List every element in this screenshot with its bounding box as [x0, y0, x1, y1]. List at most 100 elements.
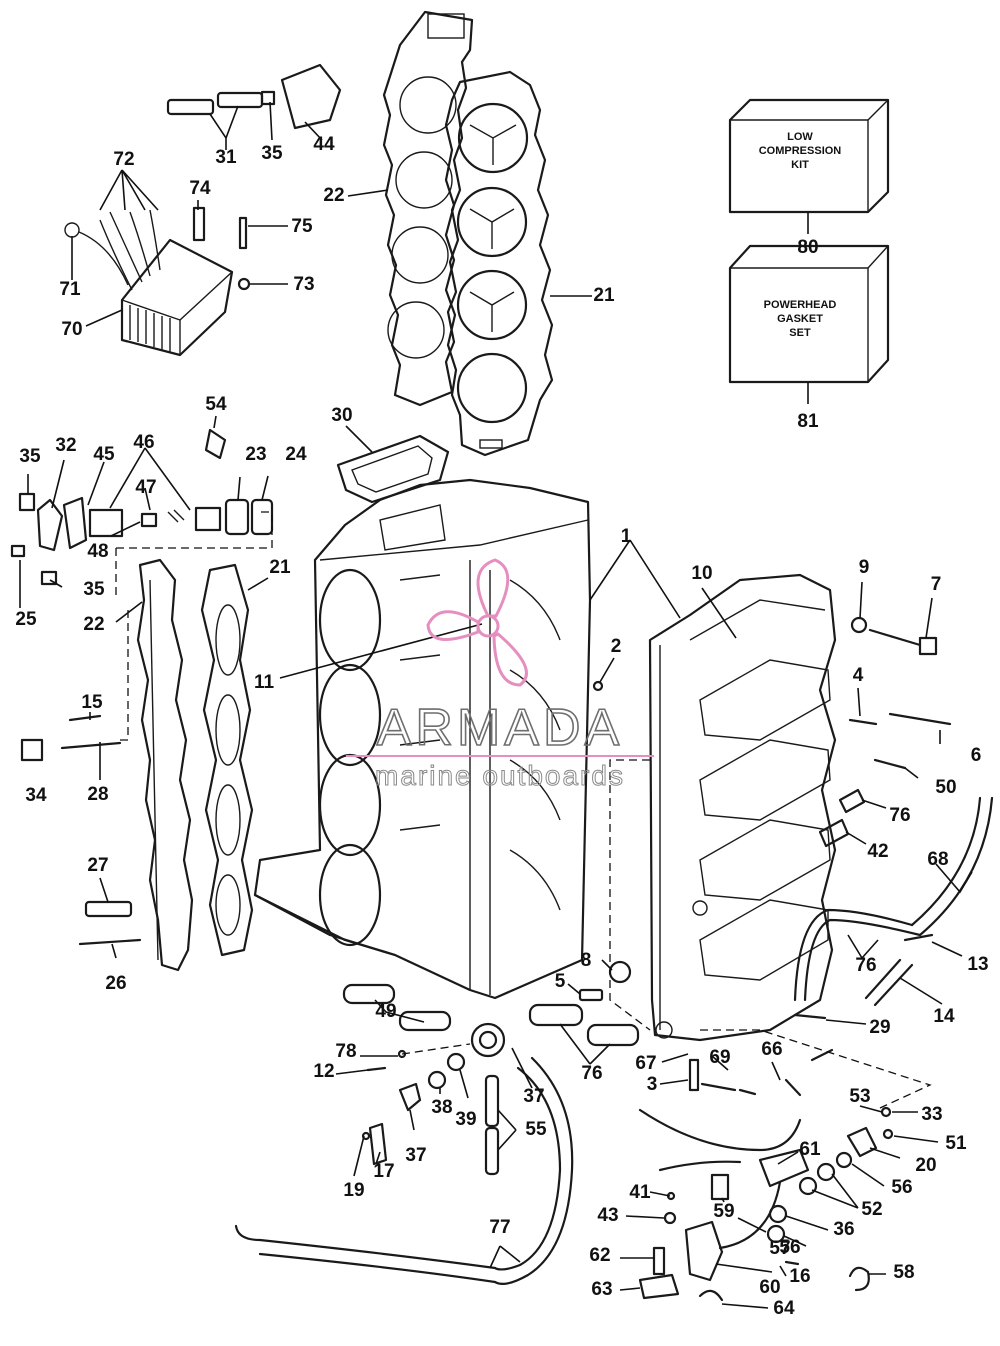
- callout-label: 3: [647, 1074, 658, 1095]
- callout-label: 69: [709, 1047, 730, 1068]
- callout-label: 12: [313, 1061, 334, 1082]
- callout-label: 63: [591, 1279, 612, 1300]
- callout-label: 1: [621, 526, 632, 547]
- callout-label: 70: [61, 319, 82, 340]
- callout-label: 72: [113, 149, 134, 170]
- callout-label: 76: [855, 955, 876, 976]
- cover-gasket: [336, 434, 450, 504]
- callout-label: 56: [779, 1237, 800, 1258]
- callout-label: 80: [797, 237, 818, 258]
- callout-label: 66: [761, 1039, 782, 1060]
- callout-label: 31: [215, 147, 237, 168]
- callout-label: 19: [343, 1180, 364, 1201]
- callout-label: 24: [285, 444, 307, 465]
- callout-label: 71: [59, 279, 81, 300]
- callout-label: 42: [867, 841, 888, 862]
- callout-label: 75: [291, 216, 313, 237]
- callout-label: 10: [691, 563, 712, 584]
- callout-label: 17: [373, 1161, 394, 1182]
- callout-label: 41: [629, 1182, 651, 1203]
- head-gasket-top: [444, 70, 554, 457]
- callout-label: 50: [935, 777, 956, 798]
- callout-label: 26: [105, 973, 126, 994]
- callout-label: 77: [489, 1217, 510, 1238]
- callout-label: 51: [945, 1133, 967, 1154]
- small-parts: [10, 63, 952, 1302]
- callout-label: 20: [915, 1155, 936, 1176]
- gasket-left: [200, 563, 254, 957]
- kit-label-line: LOW: [787, 131, 813, 143]
- callout-label: 43: [597, 1205, 618, 1226]
- leader-lines: [19, 101, 973, 1309]
- callout-label: 57: [769, 1238, 790, 1259]
- callout-label: 76: [889, 805, 910, 826]
- callout-label: 13: [967, 954, 988, 975]
- callout-label: 67: [635, 1053, 656, 1074]
- callout-label: 47: [135, 477, 156, 498]
- callout-label: 22: [83, 614, 104, 635]
- kit-label-line: COMPRESSION: [759, 145, 842, 157]
- callout-label: 38: [431, 1097, 452, 1118]
- water-hose-78: [234, 1056, 574, 1285]
- callout-label: 7: [931, 574, 942, 595]
- callout-label: 56: [891, 1177, 912, 1198]
- callout-label: 9: [859, 557, 870, 578]
- callout-label: 29: [869, 1017, 890, 1038]
- callout-label: 28: [87, 784, 108, 805]
- callout-label: 32: [55, 435, 76, 456]
- callout-label: 16: [789, 1266, 810, 1287]
- callout-label: 36: [833, 1219, 854, 1240]
- callout-label: 60: [759, 1277, 780, 1298]
- kit-label-line: POWERHEAD: [764, 299, 837, 311]
- callout-label: 25: [15, 609, 37, 630]
- callout-label: 35: [83, 579, 105, 600]
- callout-label: 55: [525, 1119, 547, 1140]
- kit-label-line: SET: [789, 327, 811, 339]
- kit-box-low-compression: LOW COMPRESSION KIT: [728, 98, 890, 234]
- callout-label: 33: [921, 1104, 942, 1125]
- callout-label: 14: [933, 1006, 955, 1027]
- callout-label: 78: [335, 1041, 356, 1062]
- watermark: ARMADA marine outboards: [346, 558, 654, 792]
- callout-label: 4: [853, 665, 864, 686]
- callout-label: 81: [797, 411, 819, 432]
- callout-label: 49: [375, 1001, 396, 1022]
- callout-label: 2: [611, 636, 622, 657]
- callout-label: 39: [455, 1109, 476, 1130]
- callout-label: 62: [589, 1245, 610, 1266]
- callout-label: 23: [245, 444, 266, 465]
- kit-label-line: KIT: [791, 159, 809, 171]
- callout-label: 22: [323, 185, 344, 206]
- callout-label: 27: [87, 855, 108, 876]
- watermark-title: ARMADA: [377, 699, 623, 757]
- kit-label-line: GASKET: [777, 313, 823, 325]
- callout-label: 35: [261, 143, 283, 164]
- callout-label: 30: [331, 405, 352, 426]
- callout-label: 59: [713, 1201, 734, 1222]
- callout-label: 15: [81, 692, 103, 713]
- cylinder-block: [253, 478, 592, 1000]
- watermark-subtitle: marine outboards: [375, 760, 625, 791]
- crankcase-half: [648, 573, 837, 1042]
- callout-label: 34: [25, 785, 47, 806]
- callout-label: 44: [313, 134, 335, 155]
- callout-label: 37: [523, 1086, 544, 1107]
- cylinder-head-top: [382, 10, 474, 407]
- callout-label: 45: [93, 444, 115, 465]
- assembly-lines: [115, 511, 932, 1109]
- callout-label: 46: [133, 432, 154, 453]
- callout-label: 74: [189, 178, 211, 199]
- callout-label: 11: [254, 672, 275, 693]
- callout-label: 64: [773, 1298, 795, 1319]
- callout-label: 5: [555, 971, 566, 992]
- exhaust-cover-left: [136, 558, 194, 972]
- voltage-regulator: [64, 209, 234, 357]
- callout-label: 8: [581, 950, 592, 971]
- callout-label: 54: [205, 394, 227, 415]
- callout-label: 58: [893, 1262, 914, 1283]
- hose-68-76: [793, 796, 994, 1007]
- kit-box-gasket-set: POWERHEAD GASKET SET: [728, 244, 890, 404]
- callout-label: 48: [87, 541, 108, 562]
- callout-label: 73: [293, 274, 314, 295]
